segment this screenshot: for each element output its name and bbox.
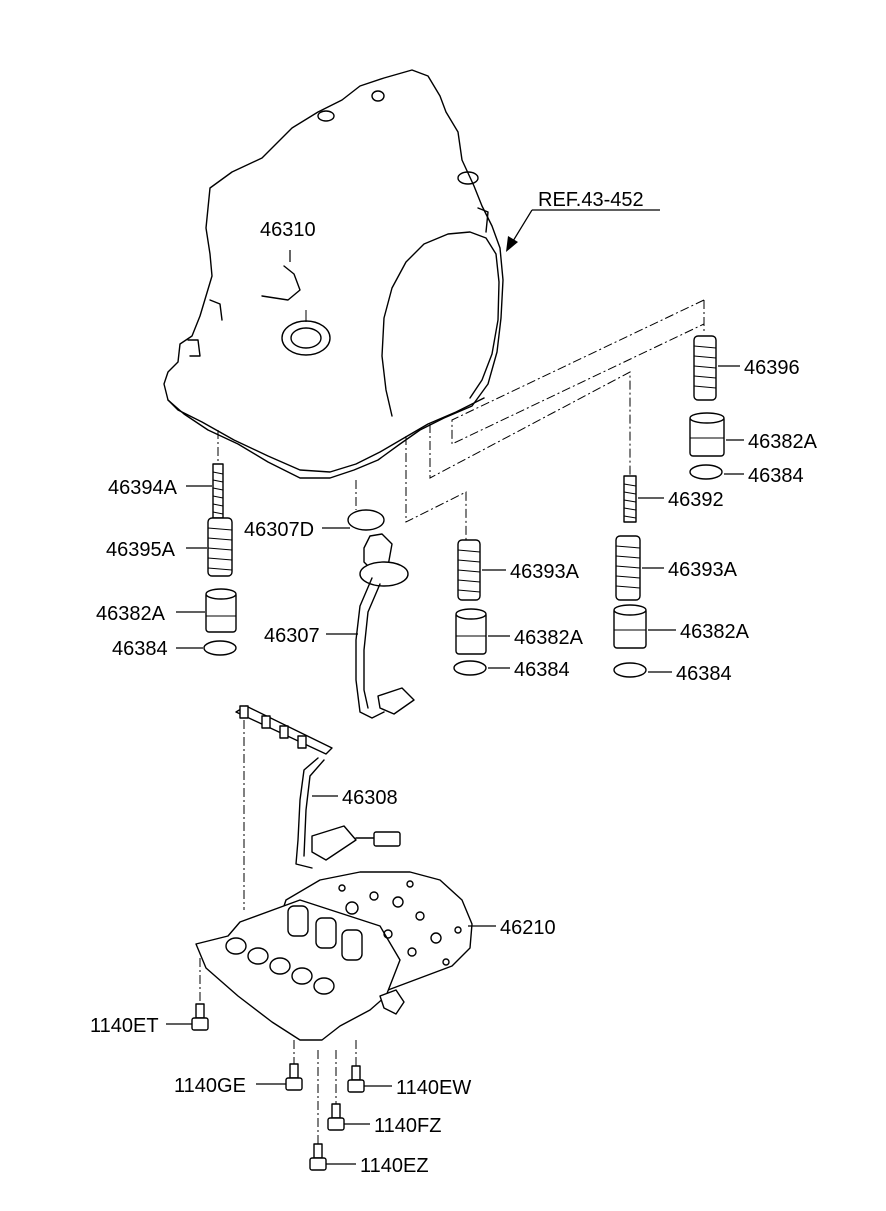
transmission-case (163, 69, 504, 479)
valve-body-46210 (195, 871, 473, 1041)
snap-ring-46310 (261, 265, 301, 301)
solenoid-connector-46307 (355, 533, 415, 719)
bolt-1140EZ (309, 1143, 327, 1171)
label-46382A-right-lower: 46382A (680, 621, 750, 643)
label-46382A-right-upper: 46382A (748, 431, 818, 453)
label-46310: 46310 (260, 219, 316, 241)
ref-arrow (506, 209, 660, 252)
bolt-1140GE (285, 1063, 303, 1091)
part-labels: REF.43-452 46310 46396 46382A 46384 4639… (90, 189, 818, 1177)
label-46382A-middle: 46382A (514, 627, 584, 649)
label-46392: 46392 (668, 489, 724, 511)
label-46384-right-upper: 46384 (748, 465, 804, 487)
label-ref-43-452: REF.43-452 (538, 189, 644, 211)
bolt-1140FZ (327, 1103, 345, 1131)
label-1140FZ: 1140FZ (374, 1115, 441, 1137)
label-1140ET: 1140ET (90, 1015, 159, 1037)
label-46308: 46308 (342, 787, 398, 809)
label-46382A-left: 46382A (96, 603, 166, 625)
spring-46396 (693, 335, 717, 401)
label-46384-left: 46384 (112, 638, 168, 660)
label-46384-middle: 46384 (514, 659, 570, 681)
o-ring-46307D (347, 509, 385, 531)
bolt-1140ET (191, 1003, 209, 1031)
label-1140EZ: 1140EZ (360, 1155, 429, 1177)
spring-46394A (212, 463, 224, 519)
label-46307: 46307 (264, 625, 320, 647)
label-1140GE: 1140GE (174, 1075, 246, 1097)
label-1140EW: 1140EW (396, 1077, 471, 1099)
seal-ring-46384-right-upper (689, 464, 723, 480)
label-46393A-right: 46393A (668, 559, 738, 581)
label-46393A-middle: 46393A (510, 561, 580, 583)
spring-46392 (623, 475, 637, 523)
seal-ring-46384-right-lower (613, 662, 647, 678)
piston-46382A-right-lower (613, 604, 647, 649)
seal-ring-46384-left (203, 640, 237, 656)
spring-46393A-middle (457, 539, 481, 601)
bolt-1140EW (347, 1065, 365, 1093)
wiring-harness-46308 (235, 705, 401, 869)
label-46384-right-lower: 46384 (676, 663, 732, 685)
label-46394A: 46394A (108, 477, 178, 499)
spring-46395A (207, 517, 233, 577)
piston-46382A-right-upper (689, 412, 725, 457)
label-46395A: 46395A (106, 539, 176, 561)
leader-lines (166, 365, 744, 1165)
piston-46382A-middle (455, 608, 487, 655)
spring-46393A-right (615, 535, 641, 601)
label-46210: 46210 (500, 917, 556, 939)
piston-46382A-left (205, 588, 237, 633)
seal-ring-46384-middle (453, 660, 487, 676)
label-46396: 46396 (744, 357, 800, 379)
label-46307D: 46307D (244, 519, 314, 541)
guide-lines (199, 299, 705, 1144)
